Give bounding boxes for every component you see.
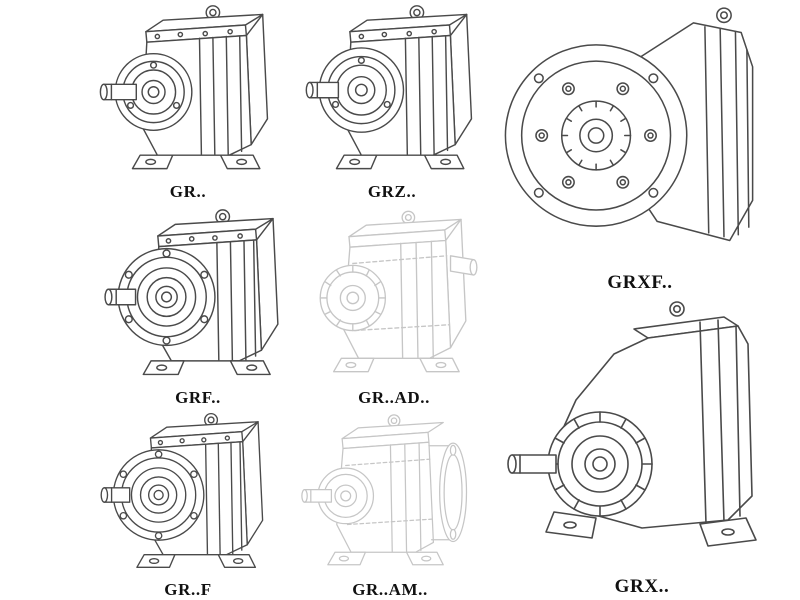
figure-grx: GRX.. xyxy=(490,296,794,598)
gr-am-gearbox-drawing xyxy=(282,410,498,580)
grxf-gearbox-drawing xyxy=(490,0,790,272)
gr-f-gearbox-drawing xyxy=(86,410,290,580)
grz-gearbox-drawing xyxy=(292,2,492,182)
figure-gr-ad: GR..AD.. xyxy=(288,206,500,408)
figure-gr-am: GR..AM.. xyxy=(282,410,498,600)
model-label-gr-f: GR..F xyxy=(164,580,212,599)
model-label-grx: GRX.. xyxy=(614,576,670,597)
model-label-grf: GRF.. xyxy=(175,388,221,407)
model-label-gr: GR.. xyxy=(169,182,207,201)
grf-gearbox-drawing xyxy=(92,206,304,388)
grx-gearbox-drawing xyxy=(490,296,794,576)
gr-ad-gearbox-drawing xyxy=(288,206,500,388)
model-label-gr-am: GR..AM.. xyxy=(352,580,428,599)
figure-grz: GRZ.. xyxy=(292,2,492,202)
figure-grf: GRF.. xyxy=(92,206,304,408)
gr-gearbox-drawing xyxy=(88,2,288,182)
model-label-gr-ad: GR..AD.. xyxy=(358,388,430,407)
model-label-grxf: GRXF.. xyxy=(607,272,673,293)
figure-gr: GR.. xyxy=(88,2,288,202)
figure-grxf: GRXF.. xyxy=(490,0,790,294)
figure-gr-f: GR..F xyxy=(86,410,290,600)
model-label-grz: GRZ.. xyxy=(367,182,417,201)
